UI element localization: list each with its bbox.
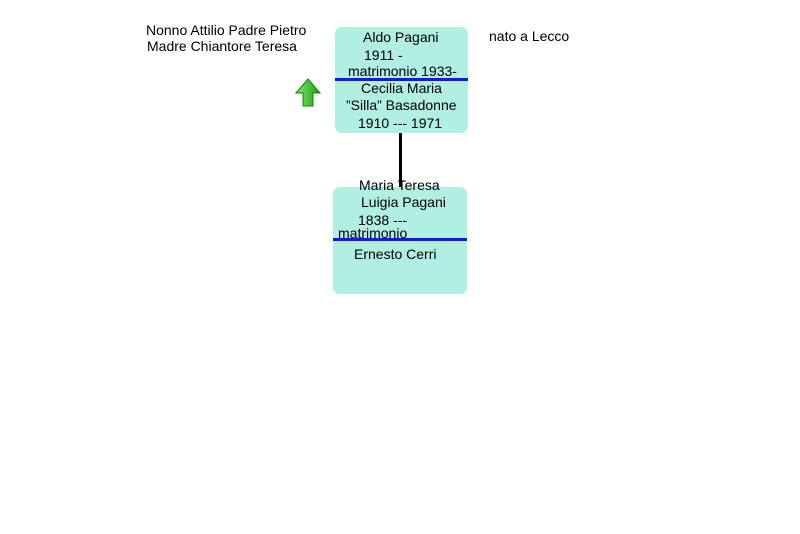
person-name: Aldo Pagani [363, 29, 439, 45]
spouse-name-line2: ”Silla” Basadonne [346, 97, 457, 113]
spouse-name-line1: Cecilia Maria [361, 80, 442, 96]
child-name-line1: Maria Teresa [359, 177, 440, 193]
up-arrow-icon[interactable] [295, 78, 321, 108]
grandparents-note-line1: Nonno Attilio Padre Pietro [146, 22, 307, 38]
spouse-years: 1910 --- 1971 [358, 115, 443, 131]
marriage-label: matrimonio 1933- [348, 63, 457, 79]
marriage-divider [335, 78, 468, 81]
child-marriage-divider [333, 238, 467, 241]
birthplace-note: nato a Lecco [489, 28, 570, 44]
parent-child-connector [399, 132, 402, 188]
child-spouse-name: Ernesto Cerri [354, 246, 437, 262]
person-years: 1911 - [364, 47, 403, 63]
grandparents-note-line2: Madre Chiantore Teresa [147, 38, 297, 54]
child-marriage-label: matrimonio [338, 225, 408, 241]
child-name-line2: Luigia Pagani [361, 194, 446, 210]
child-years: 1838 --- [358, 212, 408, 228]
